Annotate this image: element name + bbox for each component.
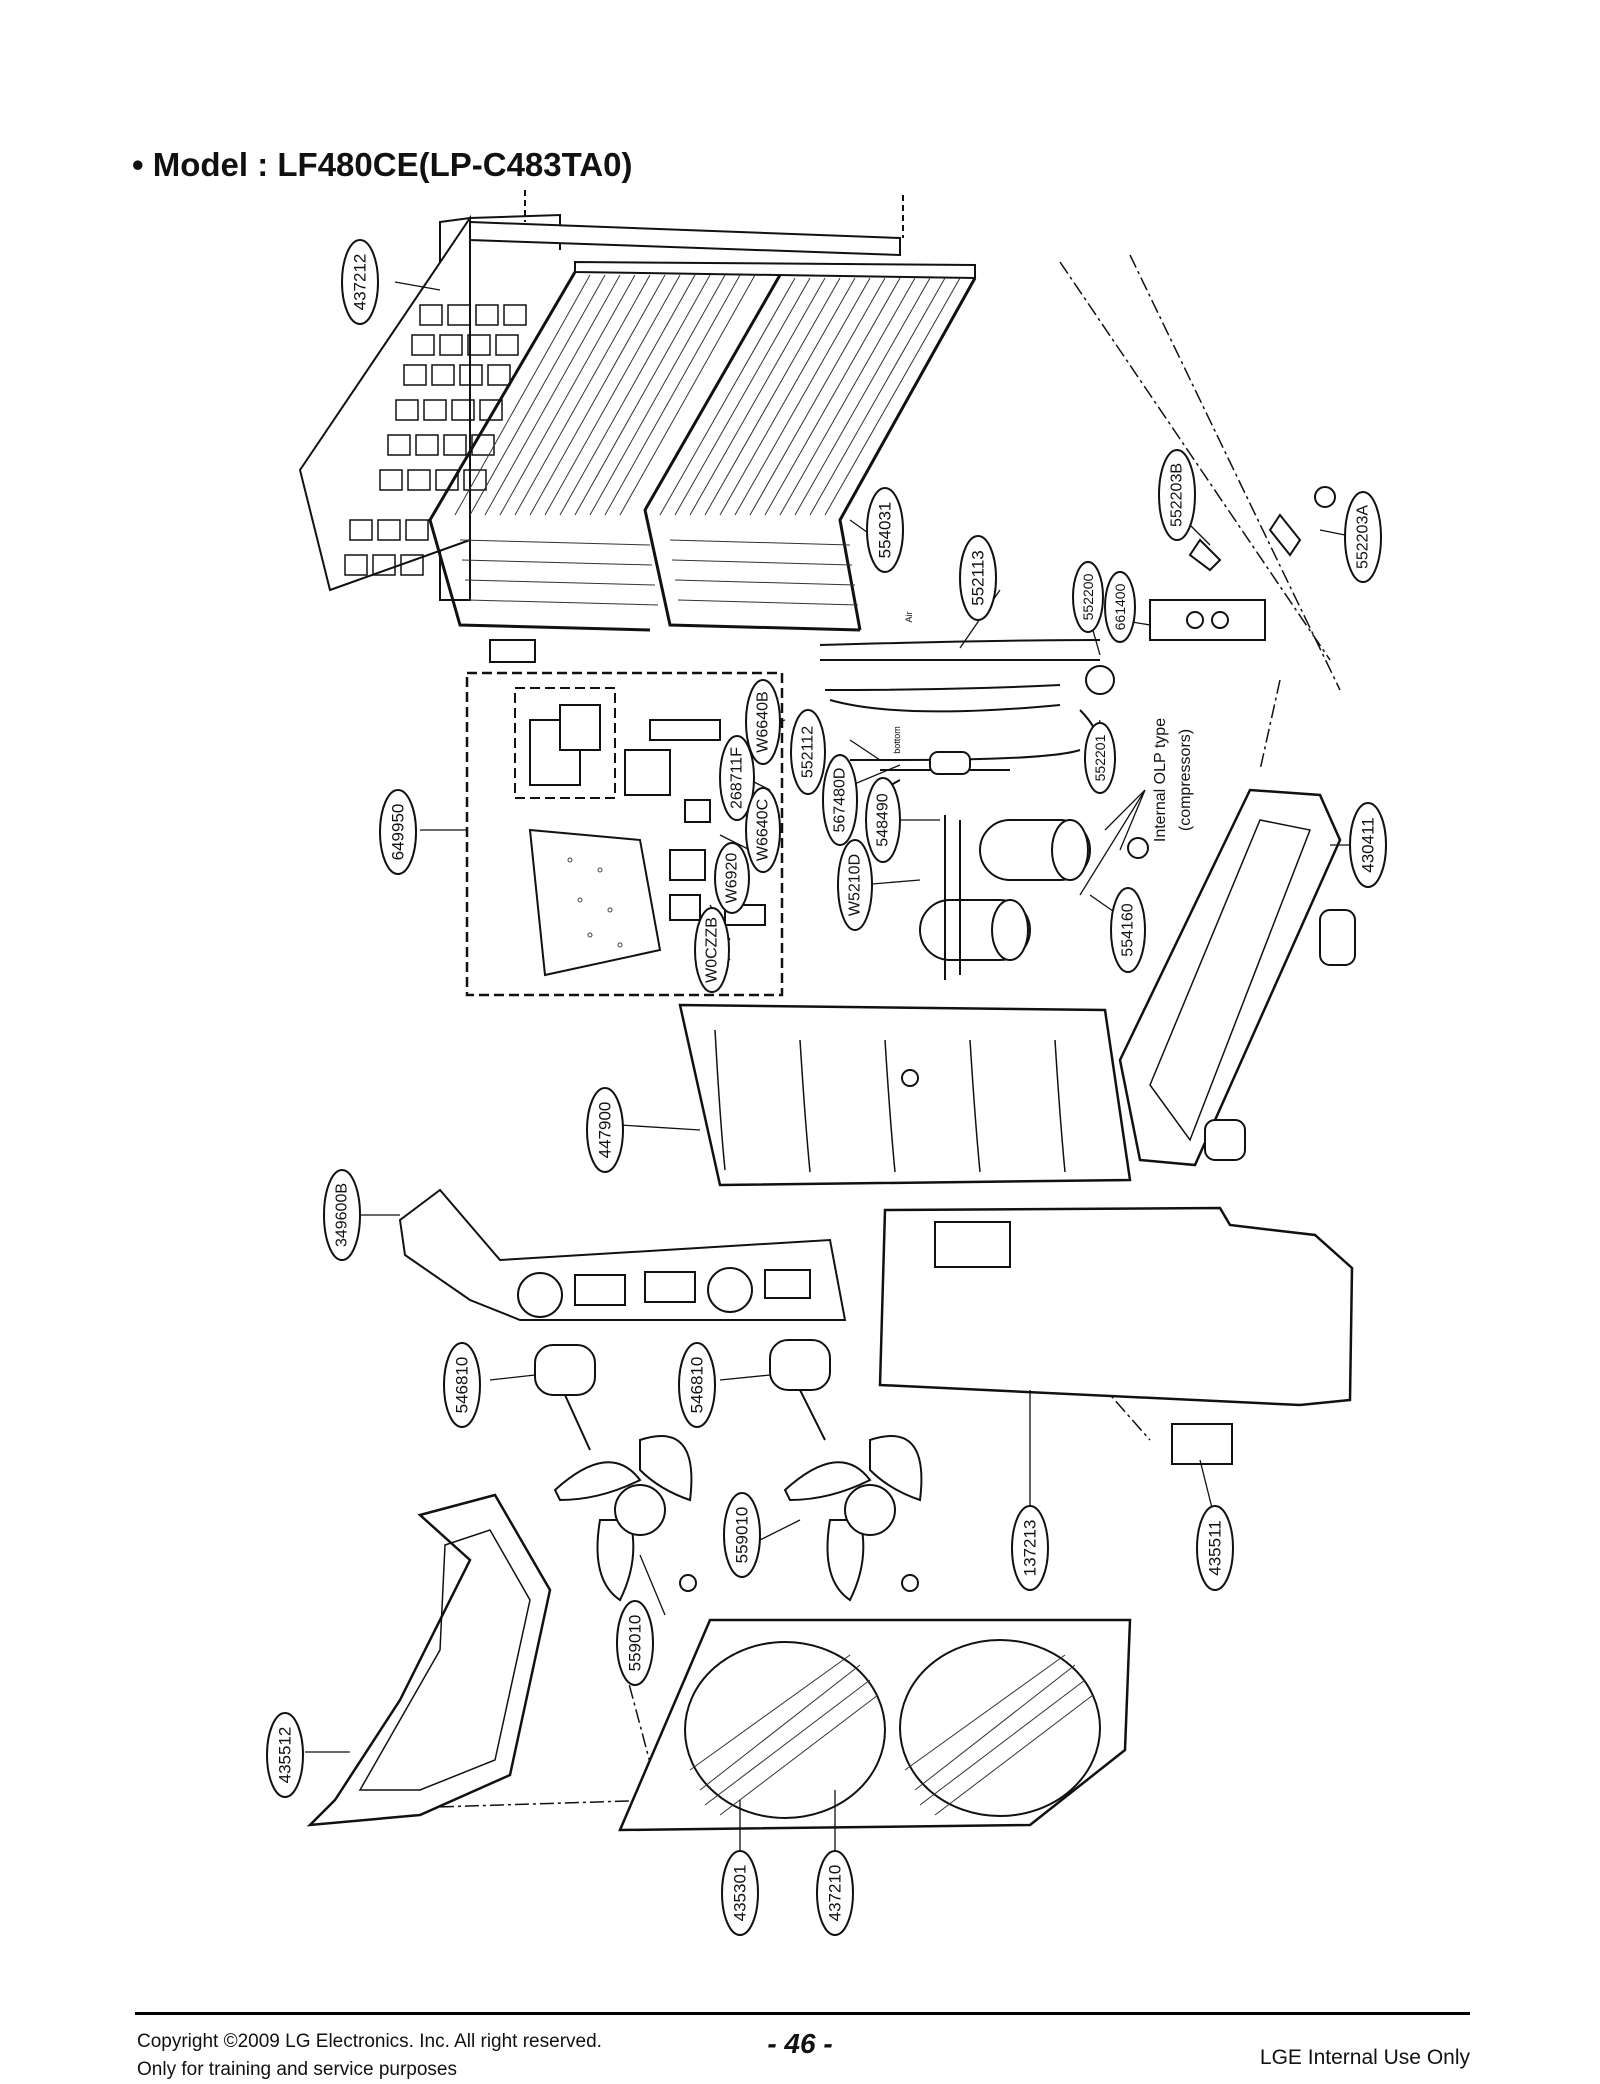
callout-661400: 661400 — [1104, 571, 1136, 643]
front-cover-with-grilles — [618, 1618, 1132, 1832]
callout-546810-right: 546810 — [678, 1342, 716, 1428]
part-number: 559010 — [626, 1615, 645, 1672]
part-number: W0CZZB — [704, 917, 721, 983]
air-label: Air — [904, 611, 914, 622]
part-number: 552203A — [1355, 505, 1372, 569]
part-number: 437210 — [826, 1865, 845, 1922]
callout-W6640C: W6640C — [745, 787, 781, 873]
footer-left: Copyright ©2009 LG Electronics. Inc. All… — [137, 2028, 602, 2084]
callout-435512: 435512 — [266, 1712, 304, 1798]
part-number: 567480D — [832, 768, 849, 833]
callout-559010-lower: 559010 — [616, 1600, 654, 1686]
part-number: 447900 — [596, 1102, 615, 1159]
page-title: • Model : LF480CE(LP-C483TA0) — [132, 146, 633, 183]
olp-note-line1: Internal OLP type — [1152, 718, 1169, 842]
fan-blades — [553, 1435, 923, 1602]
part-number: 559010 — [733, 1507, 752, 1564]
top-cover-strip — [469, 190, 904, 257]
callout-W0CZZB: W0CZZB — [694, 907, 730, 993]
bottom-label: bottom — [892, 726, 902, 754]
callout-437210: 437210 — [816, 1850, 854, 1936]
purpose-text: Only for training and service purposes — [137, 2059, 457, 2080]
callout-567480D: 567480D — [822, 754, 858, 846]
callout-268711F: 268711F — [719, 735, 755, 821]
part-number: 554160 — [1120, 903, 1137, 956]
callout-548490: 548490 — [865, 777, 901, 863]
part-number: 437212 — [351, 254, 370, 311]
footer-divider — [135, 2012, 1470, 2015]
motor-bracket — [398, 1188, 847, 1321]
part-number: 349600B — [334, 1183, 351, 1247]
compressors — [919, 815, 1149, 980]
copyright-text: Copyright ©2009 LG Electronics. Inc. All… — [137, 2031, 602, 2052]
internal-use-label: LGE Internal Use Only — [1259, 2046, 1470, 2069]
part-number: 552113 — [969, 550, 988, 605]
callout-552201: 552201 — [1084, 722, 1116, 794]
part-number: 661400 — [1112, 583, 1128, 630]
callout-552203B: 552203B — [1158, 449, 1196, 541]
part-number: 548490 — [875, 793, 892, 846]
callout-435511: 435511 — [1196, 1505, 1234, 1591]
page-number: - 46 - — [767, 2028, 833, 2059]
service-valves — [1149, 486, 1336, 641]
refrigerant-piping — [819, 639, 1115, 841]
part-number: W6920 — [724, 853, 741, 904]
callout-W6920: W6920 — [714, 842, 750, 914]
heat-exchanger-coil — [428, 260, 977, 663]
part-number: 435301 — [731, 1865, 750, 1922]
part-number: 552203B — [1169, 463, 1186, 527]
front-grille-panel — [678, 1003, 1132, 1187]
callout-552203A: 552203A — [1344, 491, 1382, 583]
part-number: 137213 — [1021, 1520, 1040, 1577]
callout-437212: 437212 — [341, 239, 379, 325]
callout-554031: 554031 — [866, 487, 904, 573]
part-number: 552112 — [800, 726, 817, 778]
callout-649950: 649950 — [379, 789, 417, 875]
callout-349600B: 349600B — [323, 1169, 361, 1261]
base-pan — [1118, 788, 1356, 1167]
callout-559010-upper: 559010 — [723, 1492, 761, 1578]
control-box-group — [465, 671, 784, 997]
callout-W5210D: W5210D — [837, 839, 873, 931]
part-number: 554031 — [876, 502, 895, 559]
part-number: 546810 — [453, 1357, 472, 1414]
part-number: 649950 — [389, 804, 408, 861]
callout-552112: 552112 — [790, 709, 826, 795]
grille-openings — [344, 304, 527, 576]
callout-552200: 552200 — [1072, 561, 1104, 633]
callout-435301: 435301 — [721, 1850, 759, 1936]
side-grille-panel — [298, 213, 561, 601]
part-number: 552200 — [1080, 573, 1096, 620]
part-number: W6640C — [755, 799, 772, 861]
fan-motors — [534, 1339, 831, 1451]
callout-430411: 430411 — [1349, 802, 1387, 888]
part-number: W6640B — [755, 691, 772, 752]
callout-552113: 552113 — [959, 535, 997, 621]
side-cover-panel — [878, 1206, 1354, 1465]
part-number: 435512 — [276, 1727, 295, 1784]
part-number: 268711F — [729, 747, 746, 809]
part-number: 435511 — [1206, 1520, 1225, 1575]
callout-W6640B: W6640B — [745, 679, 781, 765]
part-number: 430411 — [1359, 817, 1378, 872]
callout-137213: 137213 — [1011, 1505, 1049, 1591]
access-panel — [306, 1493, 552, 1827]
part-number: 552201 — [1092, 734, 1108, 781]
part-number: W5210D — [847, 854, 864, 916]
callout-554160: 554160 — [1110, 887, 1146, 973]
olp-note-line2: (compressors) — [1177, 729, 1194, 831]
callout-546810-left: 546810 — [443, 1342, 481, 1428]
callout-447900: 447900 — [586, 1087, 624, 1173]
part-number: 546810 — [688, 1357, 707, 1414]
